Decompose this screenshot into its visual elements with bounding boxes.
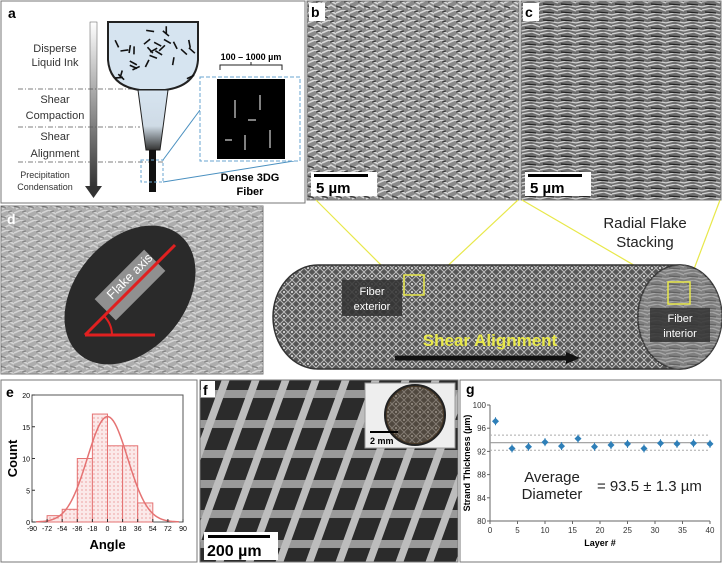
radial-stacking-title: Stacking	[616, 234, 674, 251]
panel-label: e	[6, 384, 14, 400]
fiber-interior-label: Fiber	[667, 313, 692, 325]
x-tick-label: 15	[568, 526, 577, 535]
average-label: Average	[524, 469, 580, 486]
y-tick-label: 88	[477, 471, 486, 480]
stage-label: Disperse	[33, 43, 76, 55]
fiber-exterior-label: Fiber	[359, 286, 384, 298]
panel-e: e -90 -72 -54 -36 -18 0 18 36 54 72 90 0 5 10 15 20Angl…	[1, 380, 197, 562]
x-tick-label: -36	[72, 526, 82, 533]
average-value: = 93.5 ± 1.3 µm	[597, 478, 702, 495]
flake	[120, 50, 128, 51]
fiber-label: Fiber	[237, 186, 265, 198]
panel-label: f	[203, 382, 208, 398]
inset-scale-label: 2 mm	[370, 436, 394, 446]
scale-label: 100 – 1000 µm	[221, 52, 282, 62]
x-axis-label: Layer #	[584, 538, 616, 548]
panel-d: Flake axis d	[1, 200, 263, 390]
fiber-schematic: Radial Flake Stacking Fiber exterior Fib…	[273, 200, 722, 369]
y-axis-label: Strand Thickness (µm)	[462, 415, 472, 512]
x-tick-label: 35	[678, 526, 687, 535]
scale-bar-label: 200 µm	[207, 543, 262, 560]
y-tick-label: 5	[26, 488, 30, 495]
y-tick-label: 10	[22, 457, 30, 464]
stage-label: Precipitation	[20, 170, 70, 180]
x-tick-label: 90	[179, 526, 187, 533]
scale-bar-label: 5 µm	[316, 180, 351, 197]
panel-label: g	[466, 381, 475, 397]
x-tick-label: 40	[706, 526, 715, 535]
histogram-bar	[108, 446, 123, 522]
dense-fiber-image	[217, 79, 285, 159]
x-tick-label: -72	[42, 526, 52, 533]
x-tick-label: 5	[515, 526, 520, 535]
y-tick-label: 100	[473, 401, 487, 410]
x-tick-label: 72	[164, 526, 172, 533]
panel-label: d	[7, 211, 16, 227]
y-axis-label: Count	[5, 439, 20, 477]
panel-a: a Disperse Liquid Ink Shear Compaction S…	[1, 1, 305, 203]
stage-label: Compaction	[26, 110, 85, 122]
stage-label: Condensation	[17, 182, 73, 192]
x-axis-label: Angle	[89, 537, 125, 552]
x-tick-label: 0	[488, 526, 493, 535]
histogram-bar	[123, 446, 138, 522]
x-tick-label: 25	[623, 526, 632, 535]
x-tick-label: 10	[541, 526, 550, 535]
fiber-label: Dense 3DG	[221, 172, 280, 184]
y-tick-label: 80	[477, 517, 486, 526]
sem-image-b	[307, 1, 519, 200]
y-tick-label: 84	[477, 494, 486, 503]
stage-label: Shear	[40, 131, 70, 143]
x-tick-label: 54	[149, 526, 157, 533]
radial-stacking-title: Radial Flake	[603, 215, 686, 232]
y-tick-label: 20	[22, 393, 30, 400]
histogram-bar	[138, 503, 153, 522]
x-tick-label: -18	[87, 526, 97, 533]
x-tick-label: 30	[651, 526, 660, 535]
shear-alignment-label: Shear Alignment	[423, 331, 558, 350]
y-tick-label: 92	[477, 447, 486, 456]
scale-bar-label: 5 µm	[530, 180, 565, 197]
x-tick-label: -90	[27, 526, 37, 533]
y-tick-label: 96	[477, 424, 486, 433]
x-tick-label: 18	[119, 526, 127, 533]
fiber-exterior-label: exterior	[354, 301, 391, 313]
sem-image-c	[521, 1, 721, 200]
x-tick-label: 0	[106, 526, 110, 533]
x-tick-label: -54	[57, 526, 67, 533]
panel-b: b 5 µm	[307, 1, 519, 200]
panel-label: a	[8, 5, 16, 21]
panel-label: c	[525, 4, 533, 20]
panel-c: c 5 µm	[521, 1, 721, 200]
stage-label: Shear	[40, 94, 70, 106]
x-tick-label: 36	[134, 526, 142, 533]
histogram-bar	[92, 414, 107, 522]
panel-f: f 2 mm 200 µm	[200, 380, 458, 562]
stage-label: Liquid Ink	[31, 57, 79, 69]
x-tick-label: 20	[596, 526, 605, 535]
y-tick-label: 0	[26, 520, 30, 527]
panel-label: b	[311, 4, 320, 20]
fiber-interior-label: interior	[663, 328, 697, 340]
stage-label: Alignment	[31, 148, 80, 160]
y-tick-label: 15	[22, 425, 30, 432]
average-label: Diameter	[522, 486, 583, 503]
